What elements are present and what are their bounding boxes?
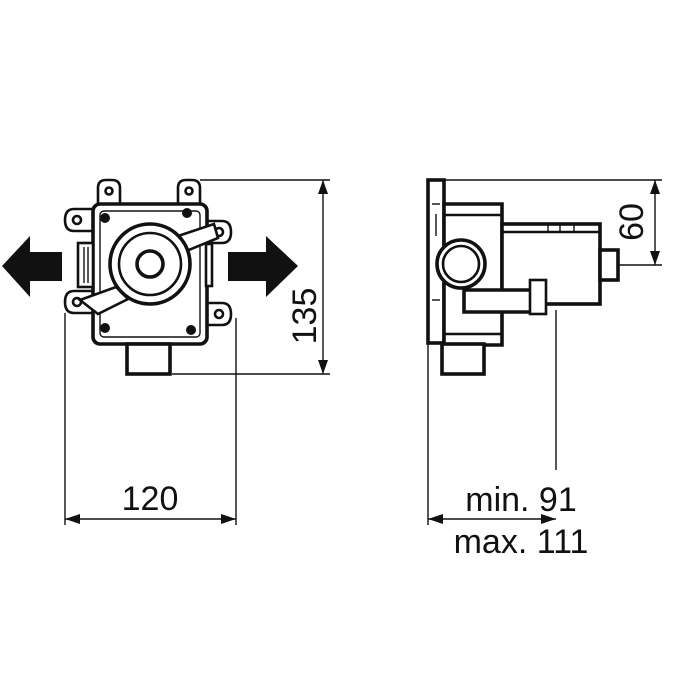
spindle <box>598 248 620 282</box>
right-lower-tab <box>205 301 233 327</box>
bottom-outlet <box>125 342 172 376</box>
side-bottom-outlet <box>440 342 486 376</box>
front-dimensions <box>64 179 330 525</box>
left-arrow-icon <box>2 236 62 297</box>
screw-top-right <box>182 208 192 218</box>
dimension-top-offset: 60 <box>613 203 651 241</box>
dimension-depth-min: min. 91 <box>465 481 577 519</box>
right-arrow-icon <box>228 236 298 297</box>
side-view <box>426 178 620 376</box>
side-dimensions <box>427 179 662 525</box>
screw-bottom-left <box>100 323 110 333</box>
lower-bracket <box>462 288 540 314</box>
screw-top-left <box>100 213 110 223</box>
dimension-width: 120 <box>122 480 179 518</box>
dimension-height: 135 <box>286 288 324 345</box>
dimension-depth-max: max. 111 <box>454 523 589 561</box>
front-view <box>2 178 298 376</box>
center-hole <box>135 249 165 279</box>
left-port <box>76 241 95 289</box>
right-port <box>204 242 214 288</box>
screw-bottom-right <box>186 325 196 335</box>
